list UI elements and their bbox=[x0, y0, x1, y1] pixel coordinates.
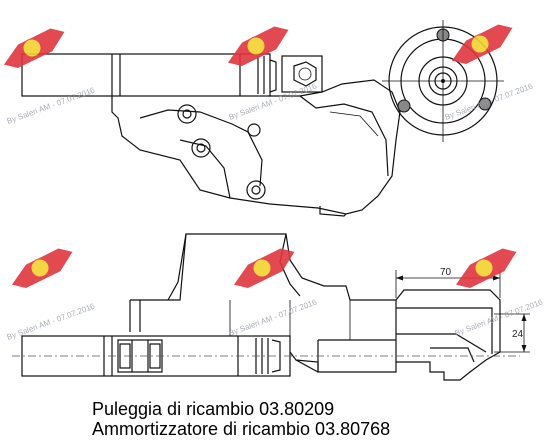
watermark-logo-6 bbox=[455, 248, 517, 288]
top-shaft bbox=[21, 53, 271, 97]
dimension-70-label: 70 bbox=[440, 267, 452, 278]
side-arm bbox=[130, 233, 501, 381]
caption-pulley: Puleggia di ricambio 03.80209 bbox=[92, 399, 335, 419]
watermark-text-3: By Saleri AM - 07.07.2016 bbox=[444, 81, 535, 121]
dimension-vertical: 24 bbox=[494, 313, 530, 353]
pulley bbox=[382, 20, 504, 142]
watermark-logo-5 bbox=[233, 248, 295, 288]
watermark-text-2: By Saleri AM - 07.07.2016 bbox=[228, 81, 319, 121]
hex-bolt bbox=[281, 55, 323, 93]
watermark-logo-2 bbox=[227, 26, 289, 66]
watermark-logo-3 bbox=[451, 24, 513, 64]
watermark-text-1: By Saleri AM - 07.07.2016 bbox=[6, 85, 97, 125]
dimension-24-label: 24 bbox=[512, 329, 524, 340]
tensioner-bracket bbox=[111, 79, 401, 215]
side-view bbox=[12, 233, 520, 381]
caption-damper: Ammortizzatore di ricambio 03.80768 bbox=[92, 419, 391, 439]
top-view bbox=[21, 20, 504, 217]
watermark-logo-4 bbox=[11, 248, 73, 288]
watermark-text-6: By Saleri AM - 07.07.2016 bbox=[454, 297, 545, 337]
watermark-text-5: By Saleri AM - 07.07.2016 bbox=[228, 297, 319, 337]
watermark-logo-1 bbox=[3, 28, 65, 68]
